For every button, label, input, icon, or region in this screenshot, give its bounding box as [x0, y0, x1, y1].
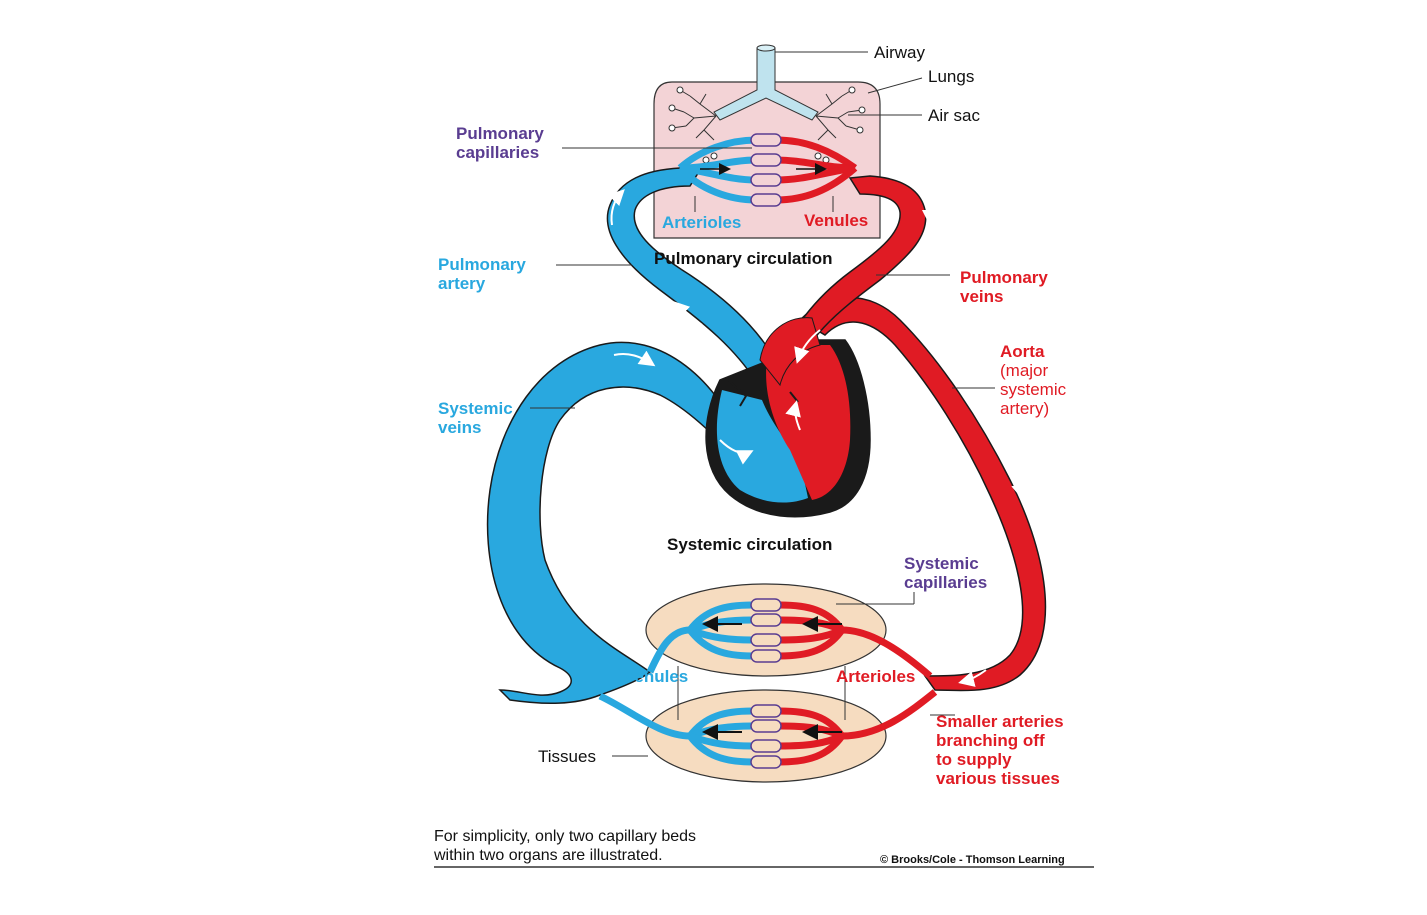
- copyright: © Brooks/Cole - Thomson Learning: [880, 854, 1065, 866]
- label-pulmonary-veins: Pulmonary veins: [960, 268, 1048, 306]
- label-systemic-circulation: Systemic circulation: [667, 535, 833, 554]
- label-systemic-capillaries: Systemic capillaries: [904, 554, 988, 592]
- label-systemic-veins: Systemic veins: [438, 399, 513, 437]
- label-venules-systemic: Venules: [624, 667, 689, 686]
- label-aorta: Aorta (major systemic artery): [1000, 342, 1067, 418]
- label-lungs: Lungs: [928, 67, 975, 86]
- label-airway: Airway: [874, 43, 926, 62]
- systemic-capillary-bed-2: [598, 689, 938, 766]
- footnote: For simplicity, only two capillary beds …: [434, 828, 697, 864]
- label-pulmonary-circulation: Pulmonary circulation: [654, 249, 833, 268]
- label-air-sac: Air sac: [928, 106, 980, 125]
- label-venules-pulmonary: Venules: [804, 211, 869, 230]
- systemic-veins-vessel: [486, 341, 747, 705]
- label-pulmonary-capillaries: Pulmonary capillaries: [456, 124, 544, 162]
- label-pulmonary-artery: Pulmonary artery: [438, 255, 526, 293]
- systemic-capillary-bed-1: [646, 601, 933, 679]
- label-arterioles-systemic: Arterioles: [836, 667, 916, 686]
- aorta-vessel: [798, 296, 1047, 692]
- tissue-2: [645, 689, 887, 783]
- label-tissues: Tissues: [538, 747, 596, 766]
- heart: [705, 317, 871, 518]
- tissue-1: [645, 583, 887, 677]
- label-arterioles-pulmonary: Arterioles: [662, 213, 742, 232]
- label-smaller-arteries: Smaller arteries branching off to supply…: [936, 712, 1064, 788]
- airway-tree: [671, 44, 863, 141]
